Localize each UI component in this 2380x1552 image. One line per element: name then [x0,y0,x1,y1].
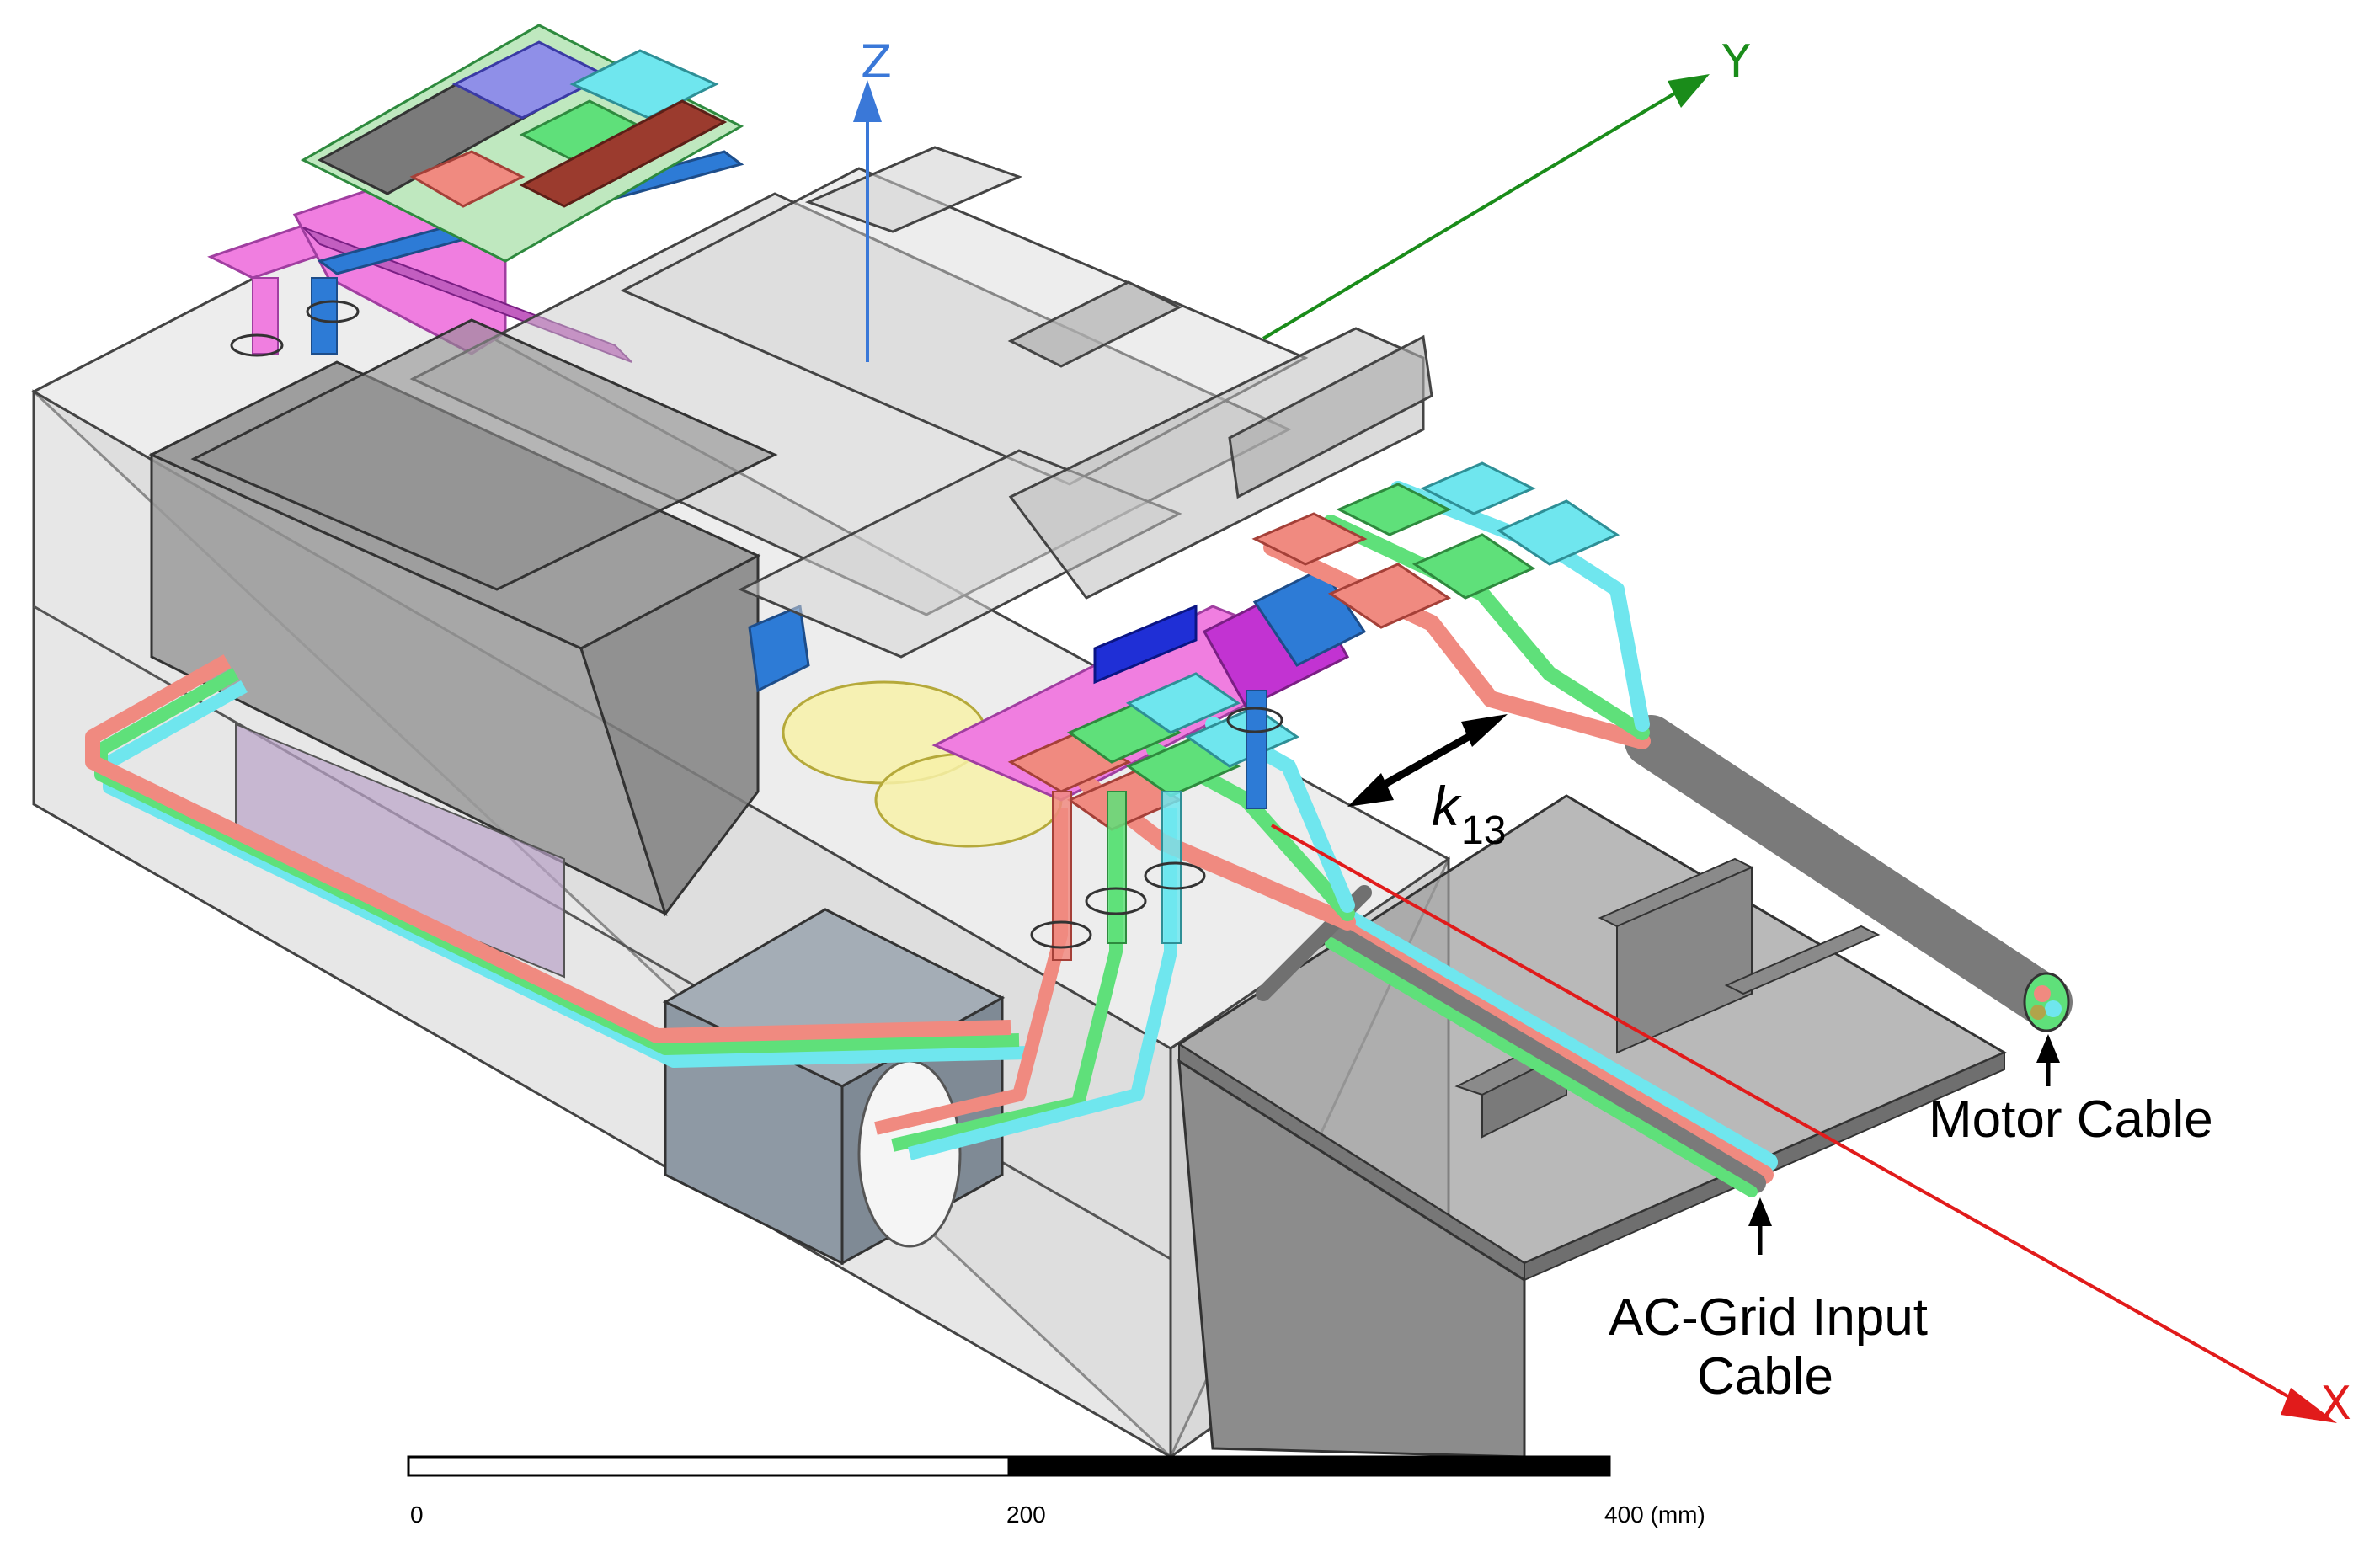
ac-grid-label-line1: AC-Grid Input [1609,1288,1928,1347]
toroid-core [782,680,1063,848]
upper-covers [190,146,1433,659]
x-axis-label: X [2320,1377,2351,1430]
k13-symbol: k [1432,775,1462,837]
scale-bar: 0 200 400 (mm) [407,1455,1705,1528]
y-axis-label: Y [1721,35,1751,88]
k13-dimension: k 13 [1347,714,1508,853]
pcb-stack [300,24,744,263]
scale-tick-400: 400 (mm) [1604,1501,1705,1528]
front-housing [1177,794,2008,1459]
motor-cable [1625,715,2073,1032]
ac-grid-label-line2: Cable [1697,1347,1833,1405]
motor-cable-callout: Motor Cable [1929,1034,2213,1149]
scale-tick-200: 200 [1006,1501,1046,1528]
scale-tick-0: 0 [410,1501,424,1528]
vertical-risers [1030,690,1283,961]
lower-cable-harness [85,654,1177,1160]
z-axis-label: Z [861,35,892,88]
k13-subscript: 13 [1461,808,1506,853]
purple-block [235,723,565,979]
motor-cable-label: Motor Cable [1929,1091,2213,1149]
ac-grid-input-cable [1256,885,1778,1197]
ac-grid-callout: AC-Grid Input Cable [1609,1197,1928,1405]
x-axis: X [1271,824,2351,1430]
z-axis: Z [853,35,892,362]
y-axis: Y [1262,35,1751,340]
terminal-blocks-upper [1251,461,1620,629]
